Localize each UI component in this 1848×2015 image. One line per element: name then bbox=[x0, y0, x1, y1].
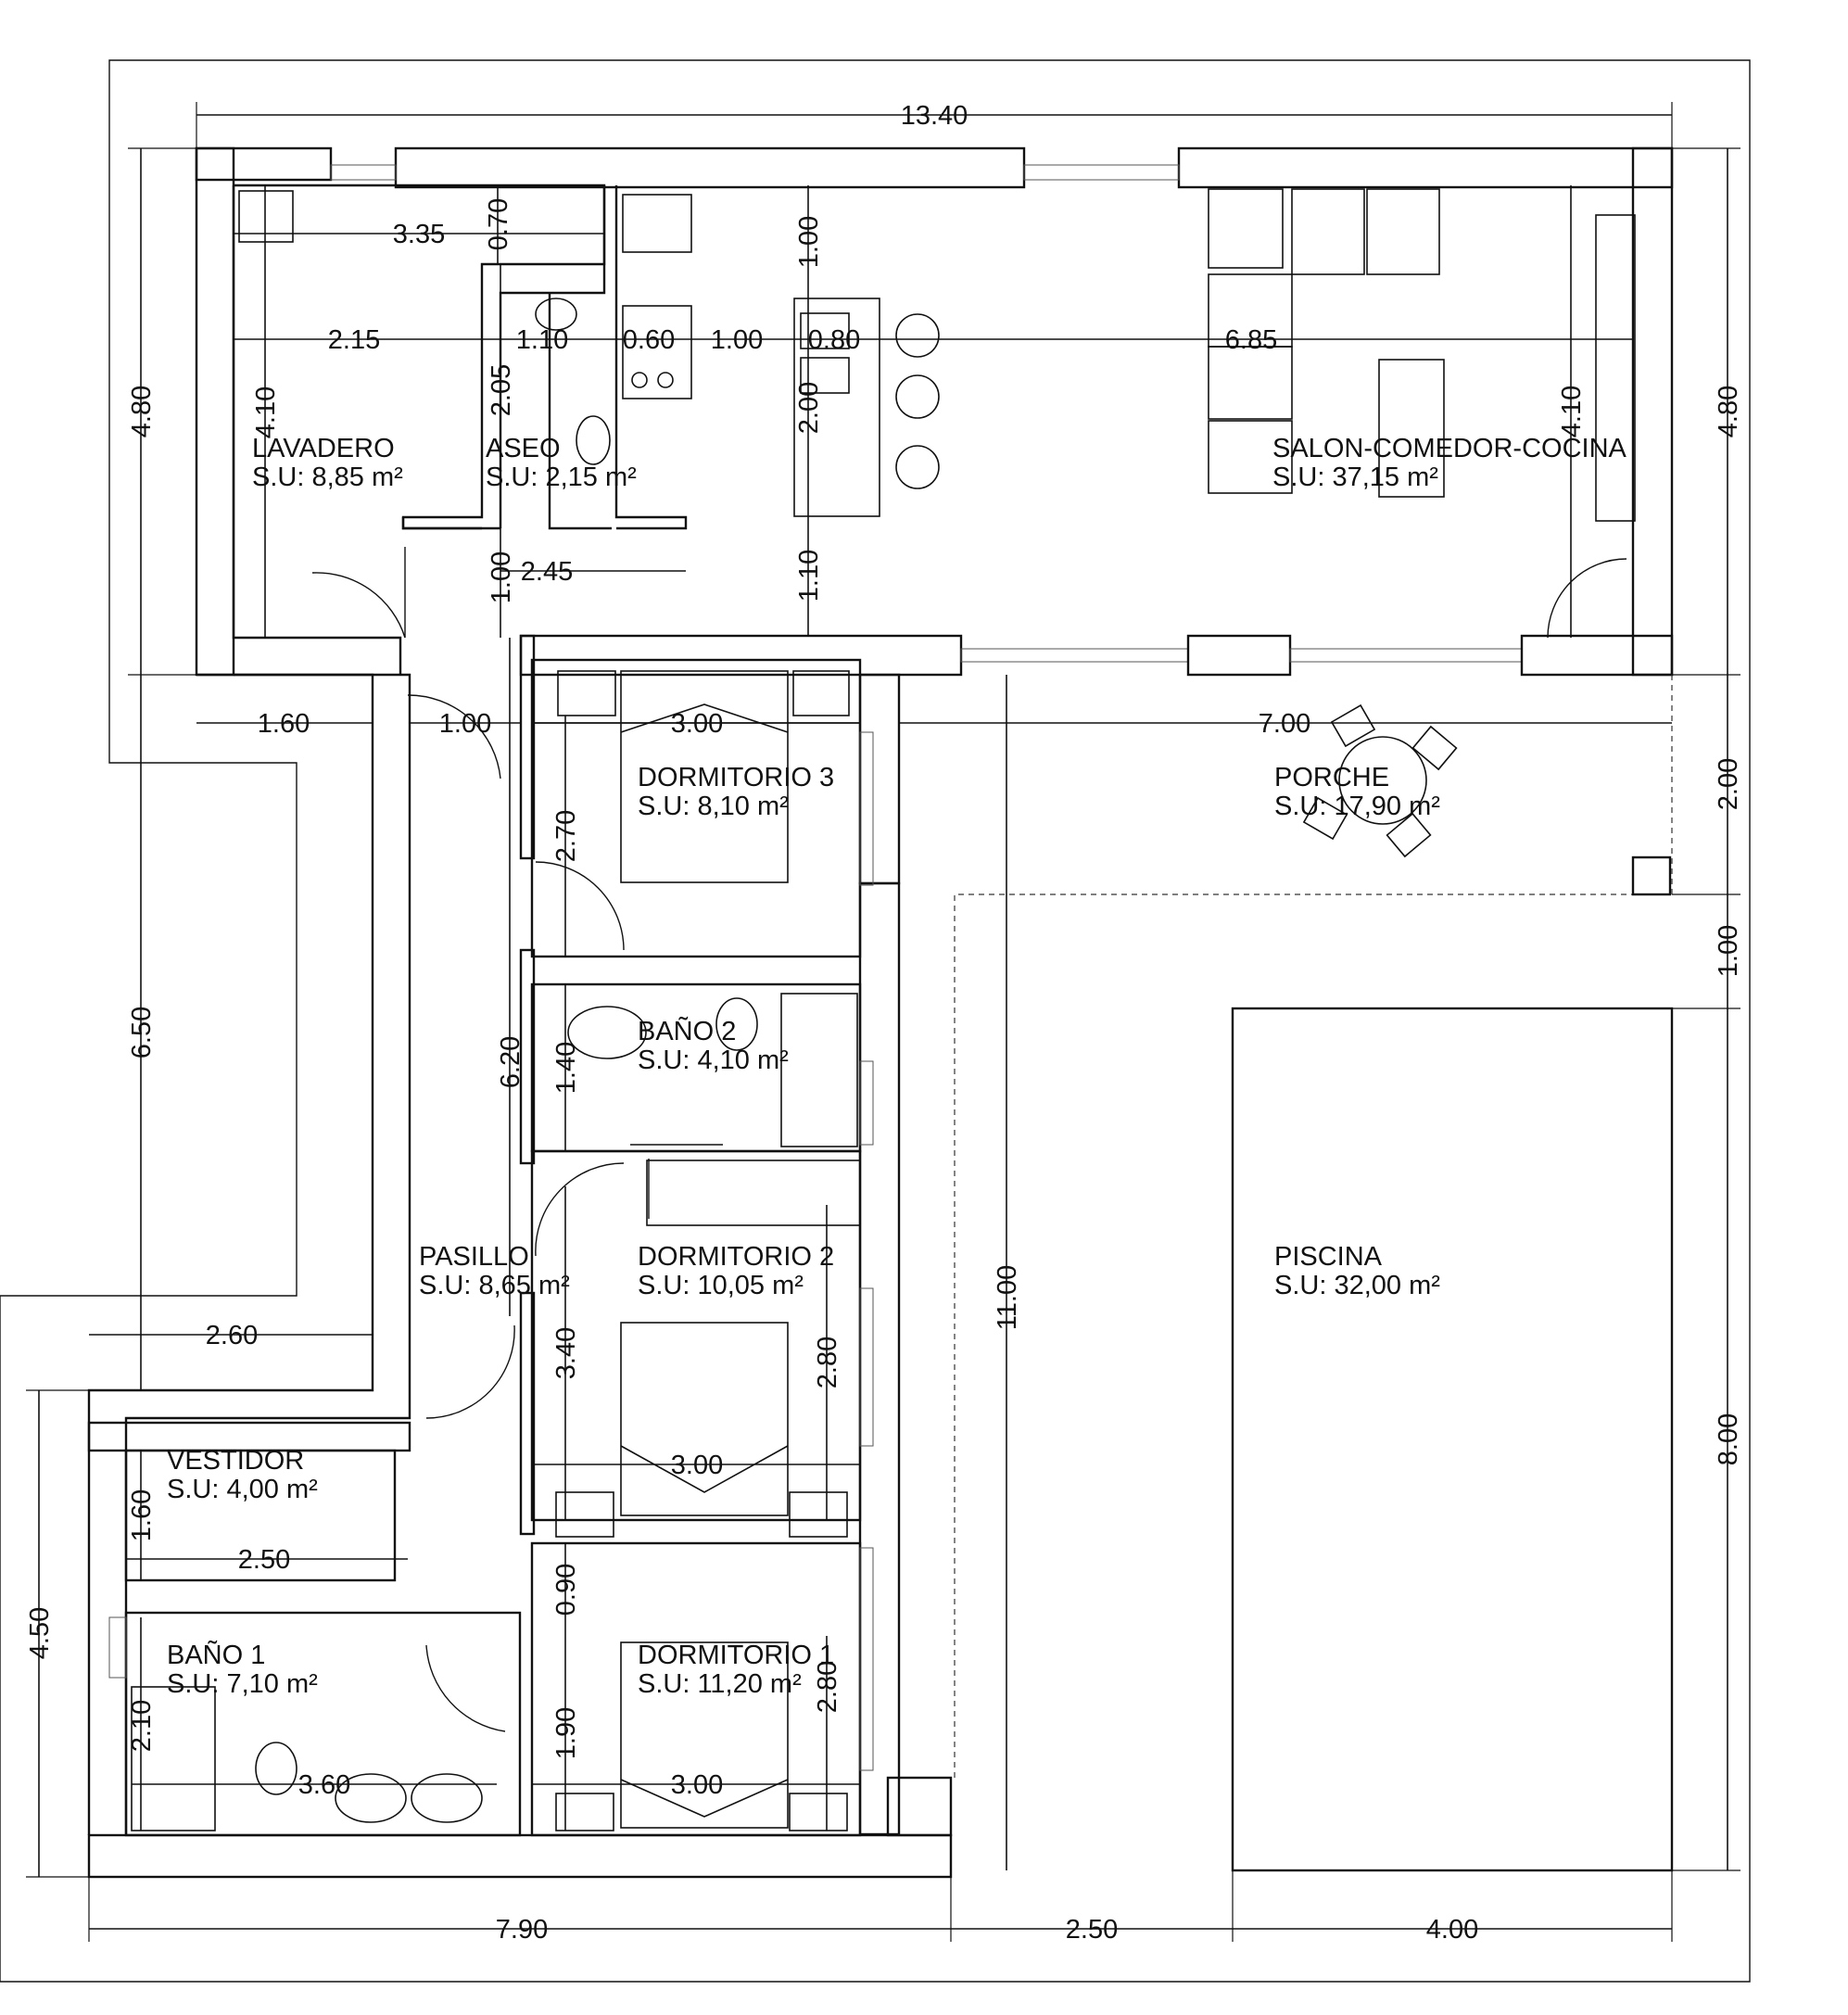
dim-3-40: 3.40 bbox=[551, 1327, 581, 1379]
furniture bbox=[131, 188, 1636, 1831]
room-vestidor-name: VESTIDOR bbox=[167, 1446, 304, 1476]
room-dormitorio1-area: S.U: 11,20 m² bbox=[638, 1669, 802, 1699]
dim-1-00-corridor: 1.00 bbox=[439, 709, 491, 739]
room-dormitorio1-name: DORMITORIO 1 bbox=[638, 1641, 834, 1670]
room-bano2-area: S.U: 4,10 m² bbox=[638, 1046, 789, 1075]
dim-13-40: 13.40 bbox=[901, 101, 968, 131]
dim-1-10-living: 1.10 bbox=[794, 550, 824, 602]
room-dormitorio2-area: S.U: 10,05 m² bbox=[638, 1271, 804, 1300]
walls bbox=[87, 146, 1674, 1879]
room-vestidor-area: S.U: 4,00 m² bbox=[167, 1475, 318, 1504]
dim-3-60: 3.60 bbox=[298, 1770, 350, 1800]
dim-2-70: 2.70 bbox=[551, 810, 581, 862]
dim-6-50: 6.50 bbox=[127, 1007, 157, 1058]
dim-0-90: 0.90 bbox=[551, 1564, 581, 1616]
room-aseo-name: ASEO bbox=[486, 434, 561, 463]
dim-4-80-right: 4.80 bbox=[1714, 386, 1743, 437]
room-lavadero-area: S.U: 8,85 m² bbox=[252, 463, 403, 492]
dim-2-80-d1: 2.80 bbox=[813, 1661, 842, 1713]
dim-3-00-d2: 3.00 bbox=[671, 1451, 723, 1480]
dim-0-80: 0.80 bbox=[808, 325, 860, 355]
room-bano1-name: BAÑO 1 bbox=[167, 1639, 265, 1670]
dim-1-40: 1.40 bbox=[551, 1042, 581, 1094]
dim-2-00-island: 2.00 bbox=[794, 382, 824, 434]
dimension-labels: 13.40 4.80 4.80 3.35 0.70 1.00 2.15 1.10… bbox=[25, 101, 1743, 1945]
room-salon-name: SALON-COMEDOR-COCINA bbox=[1272, 434, 1627, 463]
dim-2-50-vestidor: 2.50 bbox=[238, 1545, 290, 1575]
dim-2-50-bottom: 2.50 bbox=[1066, 1915, 1118, 1945]
dim-2-10: 2.10 bbox=[127, 1700, 157, 1752]
dim-1-10-aseo: 1.10 bbox=[516, 325, 568, 355]
room-aseo-area: S.U: 2,15 m² bbox=[486, 463, 637, 492]
room-dormitorio3-area: S.U: 8,10 m² bbox=[638, 792, 789, 821]
room-pasillo-name: PASILLO bbox=[419, 1242, 529, 1272]
dim-6-20: 6.20 bbox=[496, 1036, 525, 1088]
porch-column bbox=[1631, 855, 1672, 896]
dim-11-00: 11.00 bbox=[993, 1265, 1022, 1330]
room-porche-area: S.U: 17,90 m² bbox=[1274, 792, 1440, 821]
room-labels: LAVADERO S.U: 8,85 m² ASEO S.U: 2,15 m² … bbox=[167, 434, 1627, 1699]
dim-4-10-lavadero: 4.10 bbox=[251, 387, 281, 438]
dim-1-60-top: 1.60 bbox=[258, 709, 310, 739]
dim-2-80-d2: 2.80 bbox=[813, 1337, 842, 1388]
room-piscina-area: S.U: 32,00 m² bbox=[1274, 1271, 1440, 1300]
dim-1-00-counter: 1.00 bbox=[711, 325, 763, 355]
room-porche-name: PORCHE bbox=[1274, 763, 1389, 792]
dim-4-80-left: 4.80 bbox=[127, 386, 157, 437]
room-bano1-area: S.U: 7,10 m² bbox=[167, 1669, 318, 1699]
room-dormitorio3-name: DORMITORIO 3 bbox=[638, 763, 834, 792]
dim-0-70: 0.70 bbox=[484, 198, 513, 250]
dimension-lines bbox=[38, 114, 1728, 1930]
dim-8-00: 8.00 bbox=[1714, 1413, 1743, 1465]
dim-1-90: 1.90 bbox=[551, 1707, 581, 1759]
dim-6-85: 6.85 bbox=[1225, 325, 1277, 355]
room-piscina-name: PISCINA bbox=[1274, 1242, 1383, 1272]
dim-0-60: 0.60 bbox=[623, 325, 675, 355]
room-dormitorio2-name: DORMITORIO 2 bbox=[638, 1242, 834, 1272]
porch-outline bbox=[954, 675, 1673, 1778]
dim-1-60-vestidor: 1.60 bbox=[127, 1489, 157, 1541]
dim-2-60: 2.60 bbox=[206, 1321, 258, 1350]
dim-1-00-aseo-door: 1.00 bbox=[487, 551, 516, 603]
dim-2-45: 2.45 bbox=[521, 557, 573, 587]
dim-4-10-salon: 4.10 bbox=[1557, 386, 1587, 437]
room-bano2-name: BAÑO 2 bbox=[638, 1015, 736, 1046]
dim-1-00-kitchen: 1.00 bbox=[794, 216, 824, 268]
dim-2-15: 2.15 bbox=[328, 325, 380, 355]
pool bbox=[1231, 1007, 1674, 1872]
dim-3-00-d1: 3.00 bbox=[671, 1770, 723, 1800]
room-lavadero-name: LAVADERO bbox=[252, 434, 395, 463]
dim-7-00: 7.00 bbox=[1259, 709, 1310, 739]
dim-3-35: 3.35 bbox=[393, 220, 445, 249]
room-salon-area: S.U: 37,15 m² bbox=[1272, 463, 1438, 492]
dim-4-50: 4.50 bbox=[25, 1607, 55, 1659]
dim-1-00-gap: 1.00 bbox=[1714, 925, 1743, 977]
dim-4-00: 4.00 bbox=[1426, 1915, 1478, 1945]
dim-2-00-porch: 2.00 bbox=[1714, 758, 1743, 810]
room-pasillo-area: S.U: 8,65 m² bbox=[419, 1271, 570, 1300]
dim-2-05: 2.05 bbox=[487, 364, 516, 416]
extension-lines bbox=[26, 102, 1740, 1942]
dim-7-90: 7.90 bbox=[496, 1915, 548, 1945]
dim-3-00-d3: 3.00 bbox=[671, 709, 723, 739]
plot-outline bbox=[0, 59, 1751, 1983]
